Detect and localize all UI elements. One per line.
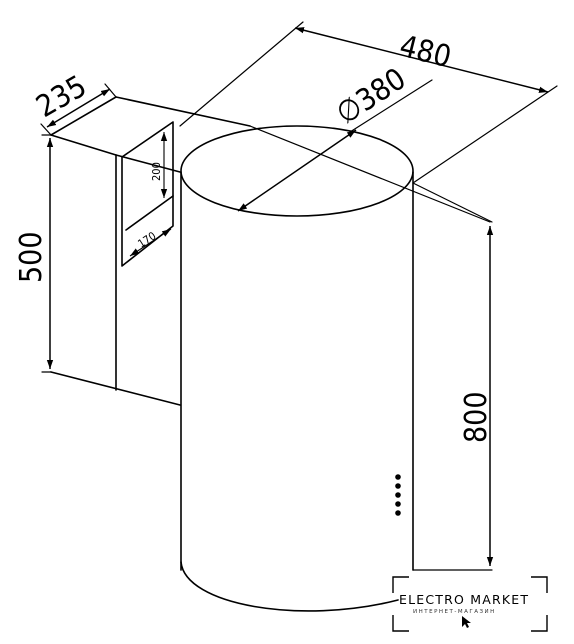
- dim-170-arrow: [129, 228, 172, 257]
- cylinder-bottom-arc: [180, 561, 399, 612]
- label-500: 500: [14, 231, 49, 283]
- dim-235-arrow: [46, 88, 111, 128]
- ext-480-left: [179, 21, 304, 127]
- box-front-top: [115, 154, 181, 173]
- ext-480-right: [412, 85, 558, 184]
- box-bottom-edge: [50, 371, 181, 406]
- ext-235-right: [104, 83, 117, 98]
- label-200: 200: [150, 162, 163, 181]
- cursor-icon: [462, 616, 471, 628]
- electro-market-logo: ELECTRO MARKET ИНТЕРНЕТ-МАГАЗИН: [391, 575, 549, 633]
- cutout-inner-line: [125, 195, 174, 231]
- ext-800-top: [412, 182, 493, 223]
- box-top-edge: [50, 134, 117, 156]
- axis-line: [249, 125, 491, 223]
- label-170: 170: [136, 229, 159, 250]
- dim-480-arrow: [294, 27, 549, 93]
- label-800: 800: [459, 391, 494, 443]
- cutout-panel: [121, 121, 174, 267]
- box-top-back-edge: [115, 96, 251, 127]
- logo-frame: [392, 576, 548, 632]
- logo-subtitle: ИНТЕРНЕТ-МАГАЗИН: [413, 609, 496, 615]
- control-buttons: [395, 474, 401, 516]
- ext-235-left: [40, 123, 52, 136]
- label-380: ∅380: [330, 61, 412, 131]
- cylinder-top-ellipse: [180, 125, 414, 217]
- logo-title: ELECTRO MARKET: [399, 592, 530, 607]
- label-480: 480: [396, 29, 454, 75]
- dim-380-arrow: [237, 129, 357, 212]
